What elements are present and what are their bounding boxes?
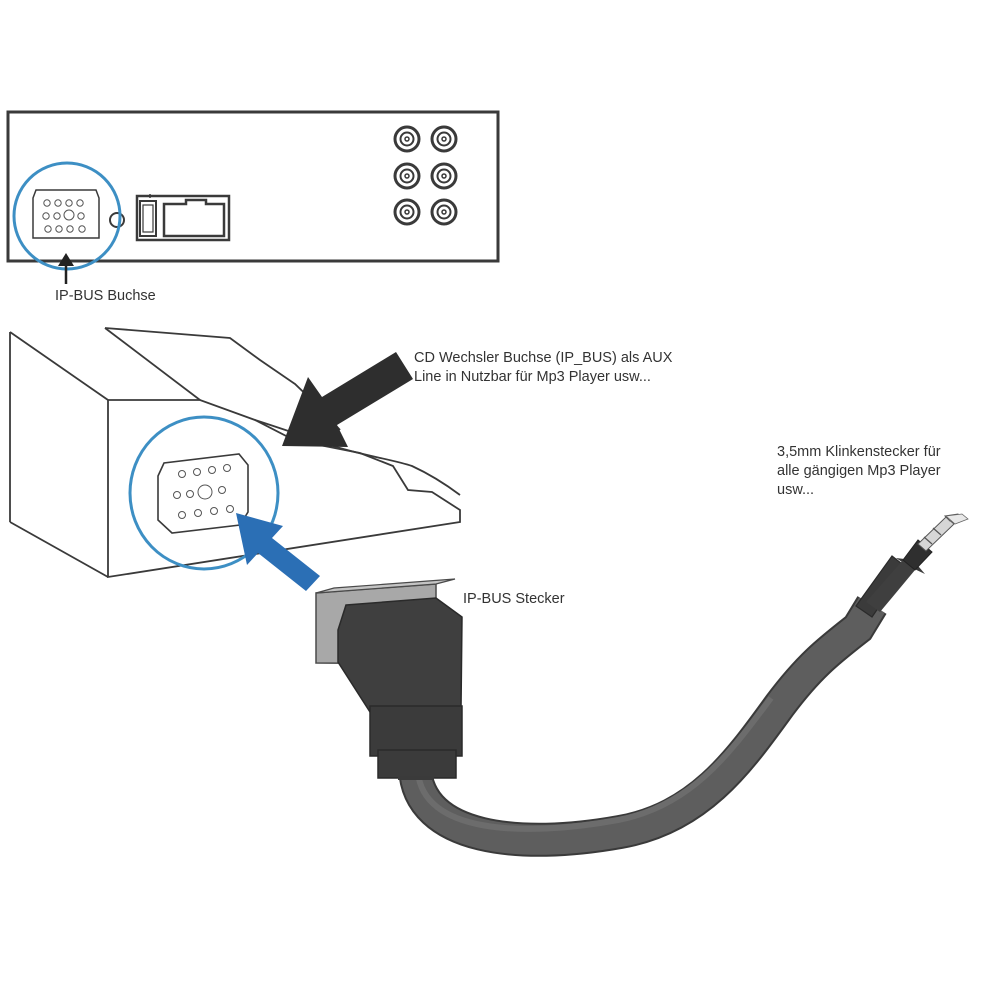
ip-bus-socket-panel [12,161,125,284]
rca-jack-icon [430,198,458,226]
rca-jack-icon [430,125,458,153]
label-ip-bus-stecker: IP-BUS Stecker [463,590,565,609]
label-klinke-line2: alle gängigen Mp3 Player [777,463,941,479]
label-cd-wechsler-line2: Line in Nutzbar für Mp3 Player usw... [414,369,651,385]
blue-arrow-icon [236,513,320,591]
ip-bus-socket-housing [128,415,280,571]
label-ip-bus-buchse-text: IP-BUS Buchse [55,288,156,304]
head-unit-rear-panel [6,110,500,284]
rca-jacks [393,125,458,226]
highlight-circle [128,415,280,571]
rca-jack-icon [430,162,458,190]
arrow-up-icon [58,253,74,284]
label-ip-bus-stecker-text: IP-BUS Stecker [463,591,565,607]
label-klinke-line3: usw... [777,482,815,498]
ip-bus-plug [315,578,463,780]
label-klinkenstecker: 3,5mm Klinkenstecker für alle gängigen M… [777,443,941,500]
label-cd-wechsler: CD Wechsler Buchse (IP_BUS) als AUX Line… [414,349,672,387]
cable [398,596,887,857]
rca-jack-icon [393,125,421,153]
power-connector [135,194,231,242]
rca-jack-icon [393,162,421,190]
rca-jack-icon [393,198,421,226]
label-klinke-line1: 3,5mm Klinkenstecker für [777,444,941,460]
label-cd-wechsler-line1: CD Wechsler Buchse (IP_BUS) als AUX [414,350,673,366]
dark-arrow-icon [282,352,413,447]
label-ip-bus-buchse: IP-BUS Buchse [55,287,156,306]
jack-plug-icon [855,513,969,618]
